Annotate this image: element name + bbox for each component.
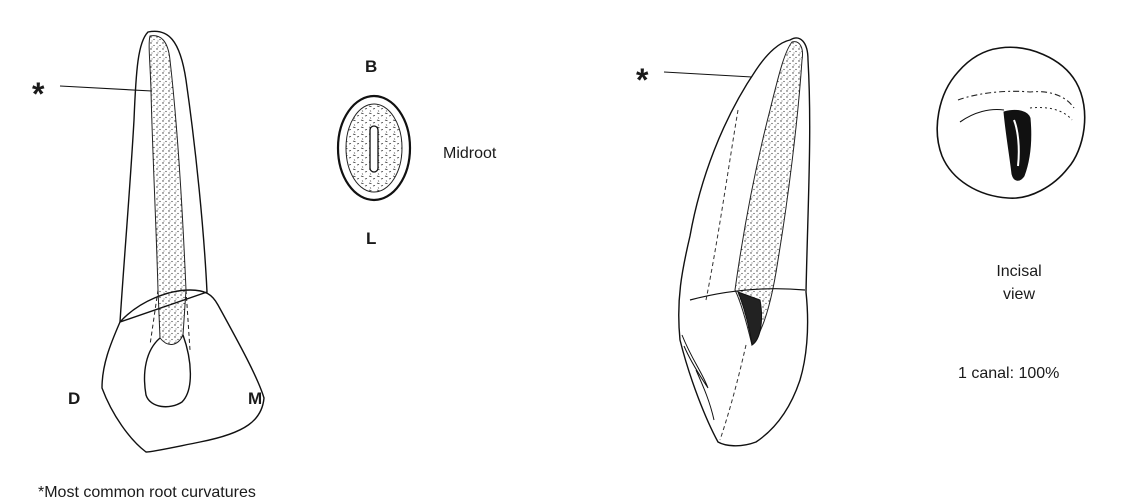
curvature-leader-left (60, 86, 152, 91)
distal-label: D (68, 390, 80, 407)
asterisk-right: * (636, 64, 648, 96)
footnote: *Most common root curvatures (38, 485, 256, 501)
midroot-cross-section (338, 96, 410, 200)
buccal-label: B (365, 58, 377, 75)
proximal-view-tooth (664, 38, 810, 446)
incisal-view-tooth (937, 47, 1084, 198)
canal-statistic: 1 canal: 100% (958, 366, 1059, 382)
mesial-label: M (248, 390, 262, 407)
curvature-leader-right (664, 72, 752, 77)
midroot-label: Midroot (443, 146, 496, 162)
lingual-label: L (366, 230, 376, 247)
incisal-view-label-line2: view (990, 287, 1048, 303)
incisal-view-label-line1: Incisal (990, 264, 1048, 280)
labial-view-tooth (60, 31, 264, 452)
pulp-horn-outline (145, 335, 191, 407)
asterisk-left: * (32, 78, 44, 110)
